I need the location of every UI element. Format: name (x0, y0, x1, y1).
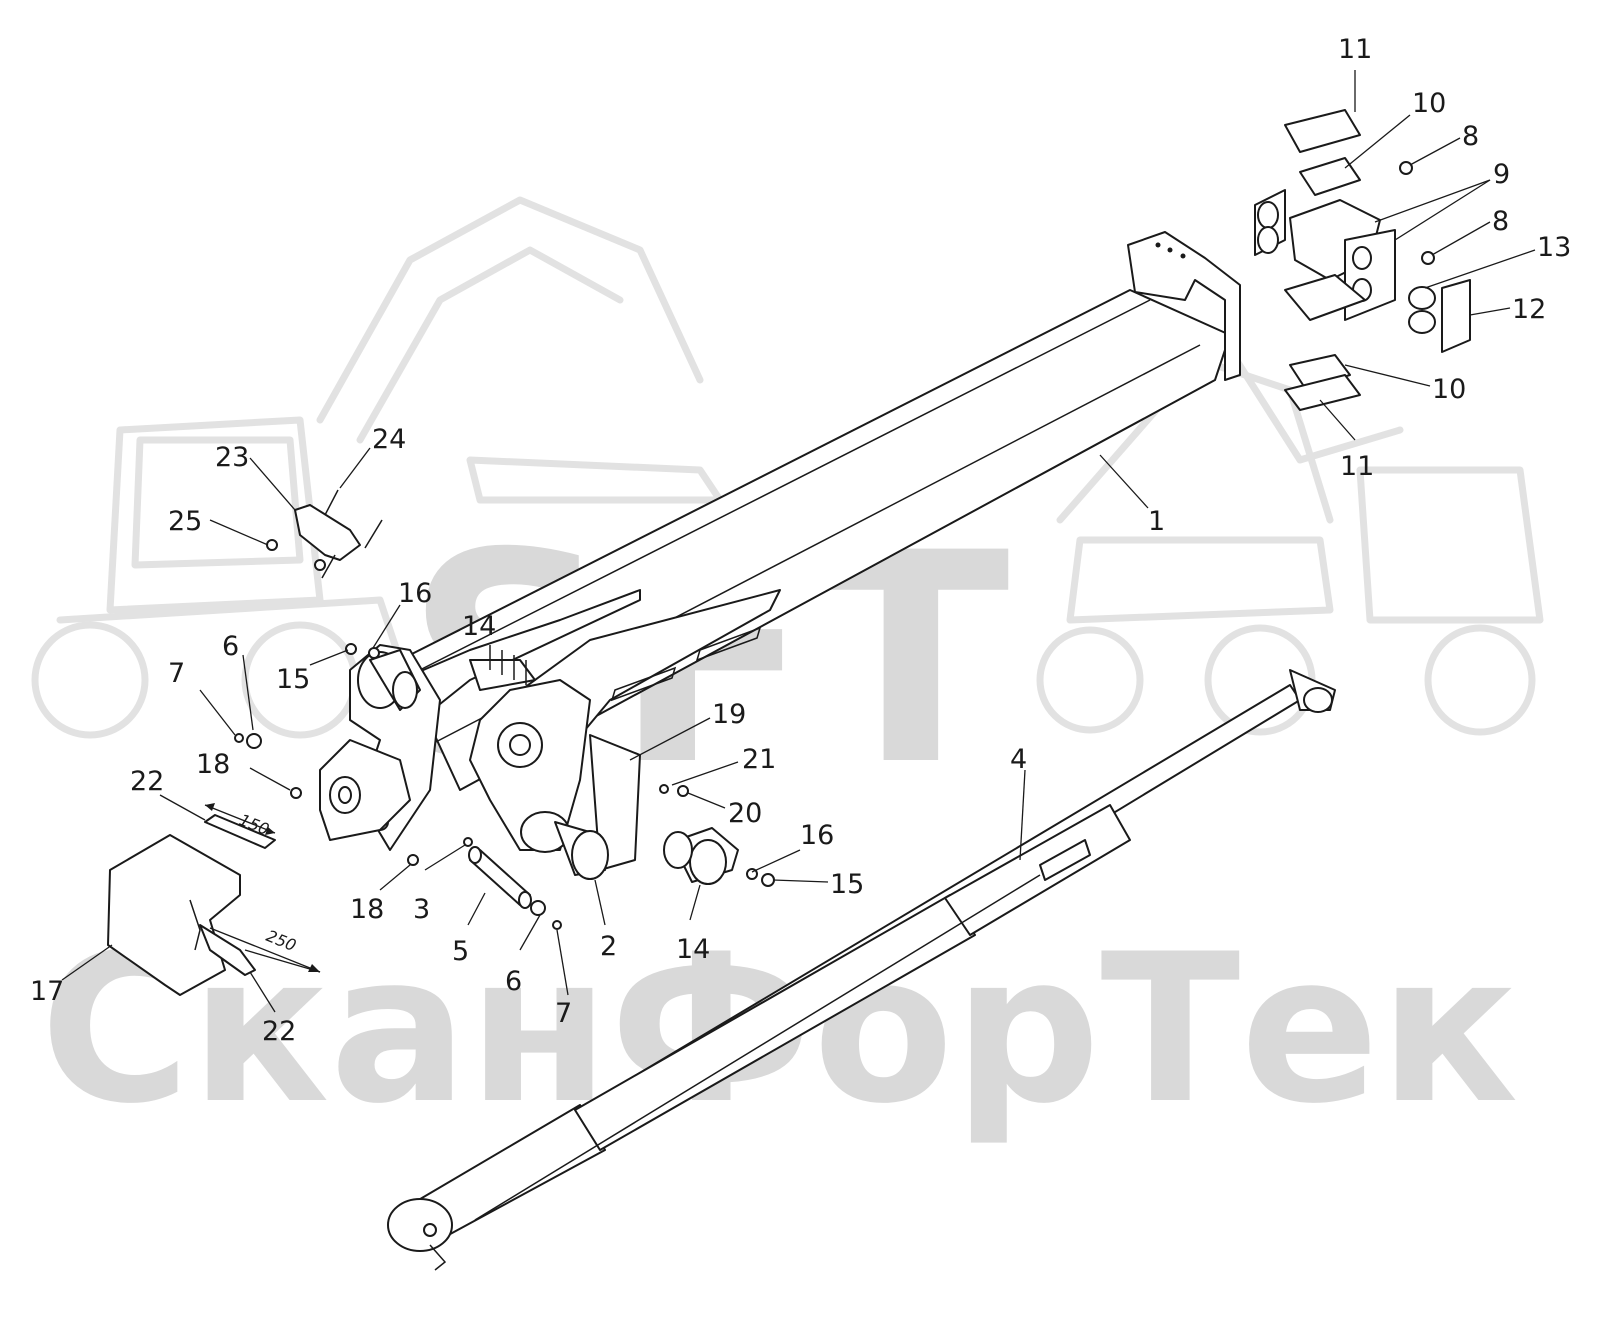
callout-14-upper: 14 (462, 611, 496, 642)
callout-9: 9 (1493, 159, 1510, 190)
callout-8-top: 8 (1462, 121, 1479, 152)
callout-15-upper: 15 (276, 664, 310, 695)
callout-19: 19 (712, 699, 746, 730)
part-2-pin (520, 811, 609, 880)
callout-5: 5 (452, 936, 469, 967)
part-pivot-bracket (319, 739, 411, 841)
part-4-cylinder (387, 669, 1336, 1271)
callout-16-upper: 16 (398, 578, 432, 609)
callout-22-upper: 22 (130, 766, 164, 797)
part-14-bushing-upper (357, 649, 421, 711)
callout-23: 23 (215, 442, 249, 473)
callout-3: 3 (413, 894, 430, 925)
part-22-strip-upper (204, 814, 276, 849)
part-5-pin (468, 846, 532, 909)
leader-lines (61, 70, 1536, 1013)
part-17-guard (107, 834, 256, 996)
callout-11-top: 11 (1338, 34, 1372, 65)
callout-8-mid: 8 (1492, 206, 1509, 237)
callout-10-top: 10 (1412, 88, 1446, 119)
part-14-bushing-lower (663, 827, 739, 885)
part-12-plate (1441, 279, 1471, 353)
callout-24: 24 (372, 424, 406, 455)
callout-11-bottom: 11 (1340, 451, 1374, 482)
part-11-top-plate (1284, 109, 1361, 153)
callout-16-lower: 16 (800, 820, 834, 851)
callout-labels: 11 10 8 9 8 13 12 10 11 1 24 23 25 16 14… (30, 34, 1571, 1047)
callout-2: 2 (600, 931, 617, 962)
callout-22-lower: 22 (262, 1016, 296, 1047)
callout-4: 4 (1010, 744, 1027, 775)
callout-17: 17 (30, 976, 64, 1007)
callout-6-upper: 6 (222, 631, 239, 662)
callout-25: 25 (168, 506, 202, 537)
part-11-bottom-plate (1284, 374, 1361, 411)
callout-18-lower: 18 (350, 894, 384, 925)
callout-1: 1 (1148, 506, 1165, 537)
part-10-bottom-pad (1289, 354, 1351, 389)
callout-7-upper: 7 (168, 658, 185, 689)
callout-7-lower: 7 (555, 998, 572, 1029)
callout-12: 12 (1512, 294, 1546, 325)
callout-18-upper: 18 (196, 749, 230, 780)
callout-20: 20 (728, 798, 762, 829)
part-23-bracket (266, 489, 383, 579)
callout-13: 13 (1537, 232, 1571, 263)
callout-15-lower: 15 (830, 869, 864, 900)
callout-14-lower: 14 (676, 934, 710, 965)
callout-6-lower: 6 (505, 966, 522, 997)
callout-21: 21 (742, 744, 776, 775)
head-assembly (1254, 109, 1471, 411)
callout-10-bottom: 10 (1432, 374, 1466, 405)
